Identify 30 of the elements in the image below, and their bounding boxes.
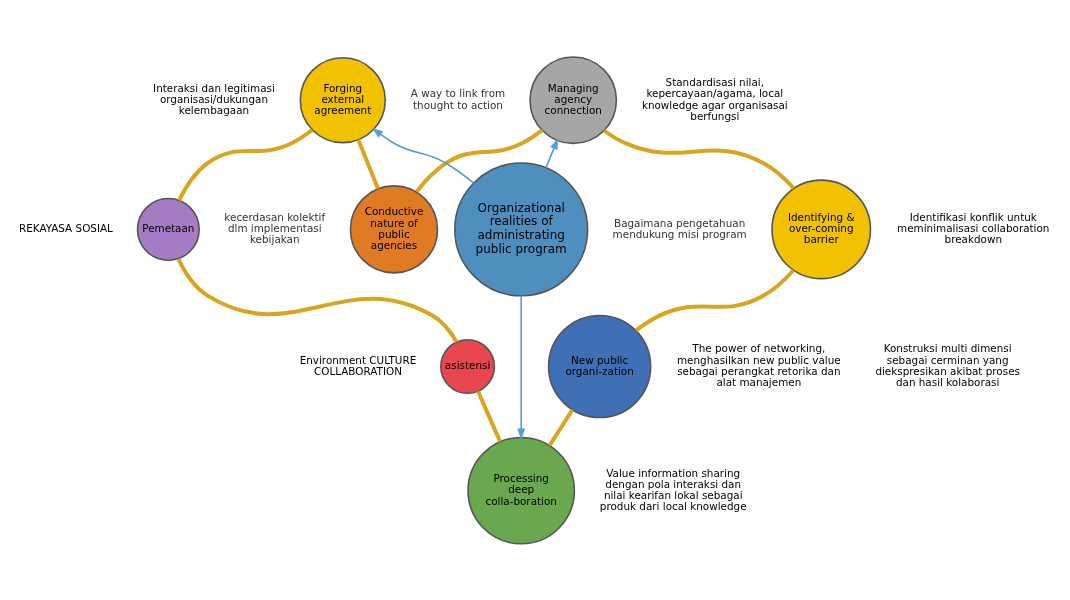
node-label: Identifikasi konflik untuk meminimalisasi collaboration breakdown [897,210,1050,245]
arrow [371,127,475,184]
arrow [517,294,526,440]
node-label: The power of networking, menghasilkan new public value sebagai perangkat retorika dan alat manajemen [677,341,841,388]
connector [415,127,544,193]
node-circle: Processing deep colla-boration [467,436,576,545]
connector [476,389,502,442]
label: kecerdasan kolektif dlm implementasi kebijakan [224,210,326,245]
connector [177,127,314,201]
node-label: Interaksi dan legitimasi organisasi/dukungan kelembagaan [153,81,275,116]
node-label: Konstruksi multi dimensi sebagai cerminan yang diekspresikan akibat proses dan hasil kolaborasi [875,341,1020,388]
node-label: Value information sharing dengan pola interaksi dan nilai kearifan lokal sebagai produk dari local knowledge [599,466,747,512]
connector [176,257,459,343]
node-label: Environment CULTURE COLLABORATION [299,353,417,377]
connector [547,408,575,447]
node-circle: asistensi [440,338,496,394]
label: Bagaimana pengetahuan mendukung misi program [612,216,747,240]
node-label: REKAYASA SOSIAL [18,221,113,234]
connector [634,268,795,332]
node-circle: Pemetaan [136,197,200,261]
node-circle: Identifying & over-coming barrier [771,178,872,279]
node-circle: Conductive nature of public agencies [349,184,439,274]
arrow [545,137,559,169]
connector [602,128,796,190]
node-circle: Managing agency connection [529,55,618,144]
label: A way to link from thought to action [410,86,506,111]
node-circle: Organizational realities of administrating public program [454,161,589,297]
node-circle: New public organi-zation [547,314,652,418]
node-label: Standardisasi nilai, kepercayaan/agama, local knowledge agar organisasai berfungsi [641,75,788,122]
connector [356,138,380,189]
